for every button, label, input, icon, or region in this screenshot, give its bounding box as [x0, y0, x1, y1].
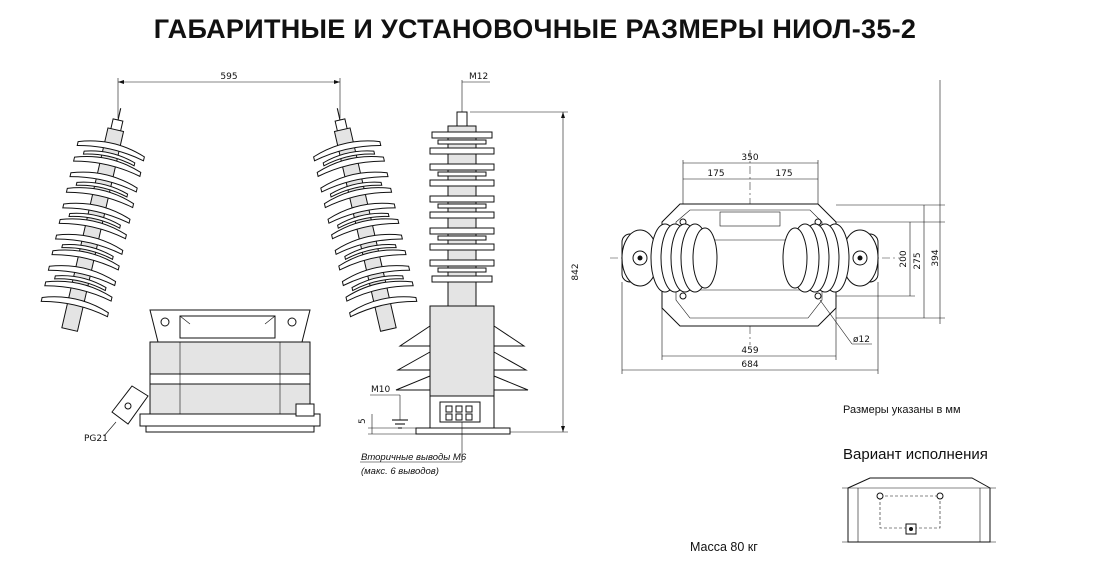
- front-view: 595: [40, 72, 418, 444]
- side-view: M12 842: [358, 72, 581, 477]
- variant-sketch: [842, 477, 996, 543]
- dim-275: 275: [913, 252, 923, 269]
- dim-684: 684: [741, 360, 758, 370]
- dim-200: 200: [899, 250, 909, 267]
- label-m10: M10: [371, 385, 390, 395]
- label-secondary-max: (макс. 6 выводов): [361, 466, 439, 477]
- label-pg21: PG21: [84, 434, 108, 444]
- left-insulator: [40, 108, 145, 332]
- dim-394: 394: [931, 249, 941, 266]
- label-secondary-terminals: Вторичные выводы М6: [361, 452, 467, 463]
- variant-heading: Вариант исполнения: [843, 446, 988, 463]
- dim-175-left: 175: [707, 169, 724, 179]
- page-title: ГАБАРИТНЫЕ И УСТАНОВОЧНЫЕ РАЗМЕРЫ НИОЛ-3…: [153, 14, 917, 44]
- label-m12: M12: [469, 72, 488, 82]
- dim-5: 5: [358, 418, 368, 424]
- right-insulator: [313, 108, 418, 332]
- plan-view: 350 175 175: [610, 80, 945, 374]
- mass-note: Масса 80 кг: [690, 540, 758, 554]
- dim-350: 350: [741, 153, 758, 163]
- dim-842: 842: [571, 263, 581, 280]
- dim-459: 459: [741, 346, 758, 356]
- dim-hole: ø12: [853, 335, 870, 345]
- dim-595: 595: [220, 72, 237, 82]
- dim-175-right: 175: [775, 169, 792, 179]
- units-note: Размеры указаны в мм: [843, 404, 961, 416]
